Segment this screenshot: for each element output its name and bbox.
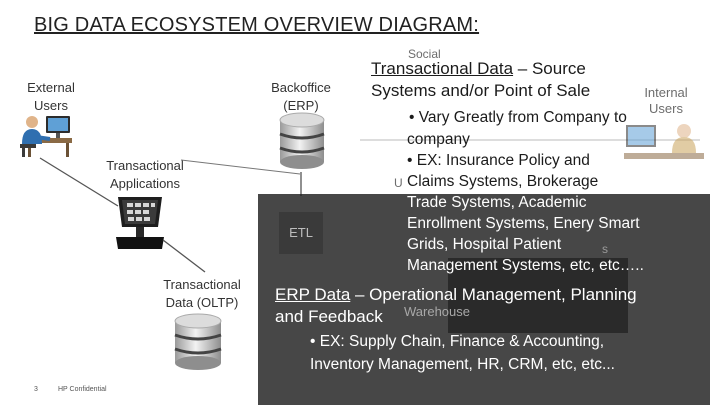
transactional-bullet-line-8: Management Systems, etc, etc….. <box>407 257 644 274</box>
user-at-workstation-icon <box>6 112 76 158</box>
apps-to-oltp-line <box>162 239 206 273</box>
transactional-bullet-line-4: Claims Systems, Brokerage <box>407 173 599 190</box>
backoffice-erp-label: Backoffice (ERP) <box>271 80 331 113</box>
warehouse-ghost-box <box>448 258 628 333</box>
erp-bullet-line-1: • EX: Supply Chain, Finance & Accounting… <box>310 333 605 350</box>
users-to-apps-line <box>39 157 119 207</box>
internal-user-workstation-icon <box>622 115 710 181</box>
transactional-data-term: Transactional Data <box>371 59 514 78</box>
partial-label-s: s <box>602 242 608 256</box>
transactional-data-oltp-label: Transactional Data (OLTP) <box>163 277 241 310</box>
page-title: BIG DATA ECOSYSTEM OVERVIEW DIAGRAM: <box>34 14 480 36</box>
erp-bullet-line-2: Inventory Management, HR, CRM, etc, etc.… <box>310 356 615 373</box>
transactional-bullet-line-5: Trade Systems, Academic <box>407 194 587 211</box>
partial-label-u: U <box>394 176 403 190</box>
social-label: Social <box>408 47 441 61</box>
backoffice-database-icon <box>277 112 327 170</box>
erp-data-heading: ERP Data – Operational Management, Plann… <box>275 284 637 306</box>
internal-users-label: Internal Users <box>644 85 688 116</box>
transactional-data-heading-rest: – Source <box>513 59 586 78</box>
transactional-applications-label: Transactional Applications <box>106 158 184 191</box>
transactional-bullet-line-3: • EX: Insurance Policy and <box>407 152 590 169</box>
confidential-label: HP Confidential <box>58 386 107 393</box>
external-users-label: External Users <box>27 80 75 113</box>
etl-label: ETL <box>289 225 313 240</box>
page-number: 3 <box>34 386 38 393</box>
oltp-database-icon <box>172 312 224 372</box>
transactional-data-heading-line2: Systems and/or Point of Sale <box>371 81 591 100</box>
pos-terminal-icon <box>112 193 168 251</box>
erp-data-heading-line2: and Feedback <box>275 307 383 326</box>
erp-data-heading-rest: – Operational Management, Planning <box>350 285 637 304</box>
apps-to-backoffice-line <box>180 159 301 175</box>
transactional-bullet-line-6: Enrollment Systems, Enery Smart <box>407 215 640 232</box>
warehouse-label: Warehouse <box>404 304 470 319</box>
transactional-bullet-line-2: company <box>407 131 470 148</box>
etl-box <box>279 212 323 254</box>
transactional-data-heading: Transactional Data – Source <box>371 58 586 80</box>
transactional-bullet-line-1: • Vary Greatly from Company to <box>409 109 627 126</box>
erp-data-term: ERP Data <box>275 285 351 304</box>
transactional-bullet-line-7: Grids, Hospital Patient <box>407 236 562 253</box>
